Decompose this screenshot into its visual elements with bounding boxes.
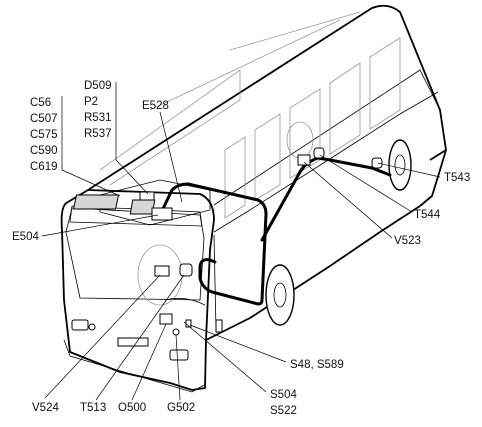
e528-module: [129, 199, 156, 215]
rear-right-hub: [394, 154, 406, 176]
leader-s48-s589: [189, 324, 287, 363]
front-bumper: [63, 339, 205, 393]
label-s504: S504: [270, 389, 297, 401]
leader-e528: [159, 111, 183, 203]
leader-t544: [319, 154, 413, 213]
side-marker: [215, 319, 223, 333]
windshield: [65, 207, 205, 301]
components: [72, 147, 383, 336]
relay-box-main: [72, 194, 120, 210]
label-c619: C619: [30, 161, 58, 173]
bus-roof-outline: [67, 4, 447, 203]
label-t543: T543: [444, 172, 470, 184]
leader-lines: [41, 82, 441, 401]
o500-unit: [159, 313, 173, 325]
label-s48-s589: S48, S589: [290, 359, 344, 371]
side-windows: [99, 11, 401, 219]
v523-valve: [297, 154, 311, 166]
leader-c-group: [61, 96, 121, 197]
side-top-edge: [213, 69, 441, 206]
leader-d509-group: [115, 82, 149, 195]
label-o500: O500: [118, 402, 146, 414]
left-foglight: [88, 323, 96, 331]
label-d509: D509: [84, 80, 112, 92]
leader-e504: [41, 214, 159, 237]
front-roof-cap: [60, 189, 215, 391]
label-c575: C575: [30, 129, 58, 141]
front-door-left-edge: [213, 234, 217, 331]
leader-s504-s522: [183, 321, 267, 393]
side-belt-line: [213, 91, 439, 233]
label-r537: R537: [84, 128, 112, 140]
label-t544: T544: [414, 209, 441, 221]
labels: D509 P2 R531 R537 C56 C507 C575 C590 C61…: [12, 80, 470, 417]
e504-module: [151, 207, 173, 221]
label-t513: T513: [80, 402, 106, 414]
label-r531: R531: [84, 112, 112, 124]
front-step: [164, 297, 206, 306]
front-right-wheel: [265, 264, 295, 326]
bus-body: [60, 4, 447, 393]
label-e504: E504: [12, 231, 39, 243]
roof-ac-unit: [99, 179, 211, 226]
front-license-plate: [117, 337, 149, 347]
leader-t513: [95, 274, 185, 401]
t513-sensor: [179, 263, 193, 277]
label-v523: V523: [394, 235, 421, 247]
v524-valve: [154, 265, 170, 277]
front-right-hub: [273, 282, 287, 308]
label-p2: P2: [84, 96, 98, 108]
label-g502: G502: [167, 402, 195, 414]
g502-ground: [172, 328, 180, 336]
leader-v523: [303, 161, 393, 239]
label-c507: C507: [30, 113, 58, 125]
rear-right-wheel: [388, 139, 412, 191]
label-s522: S522: [270, 405, 297, 417]
side-skirt: [205, 149, 447, 341]
leader-g502: [175, 334, 181, 401]
label-e528: E528: [142, 100, 169, 112]
leader-v524: [44, 274, 161, 399]
leader-o500: [131, 323, 167, 401]
label-c56: C56: [30, 97, 51, 109]
t543-sensor: [371, 157, 383, 169]
right-headlight: [169, 349, 189, 361]
leader-t543: [377, 162, 441, 178]
label-v524: V524: [32, 402, 59, 414]
rear-left-wheel-ghost: [286, 121, 314, 159]
left-headlight: [71, 319, 89, 331]
t544-sensor: [313, 147, 325, 159]
label-c590: C590: [30, 145, 58, 157]
